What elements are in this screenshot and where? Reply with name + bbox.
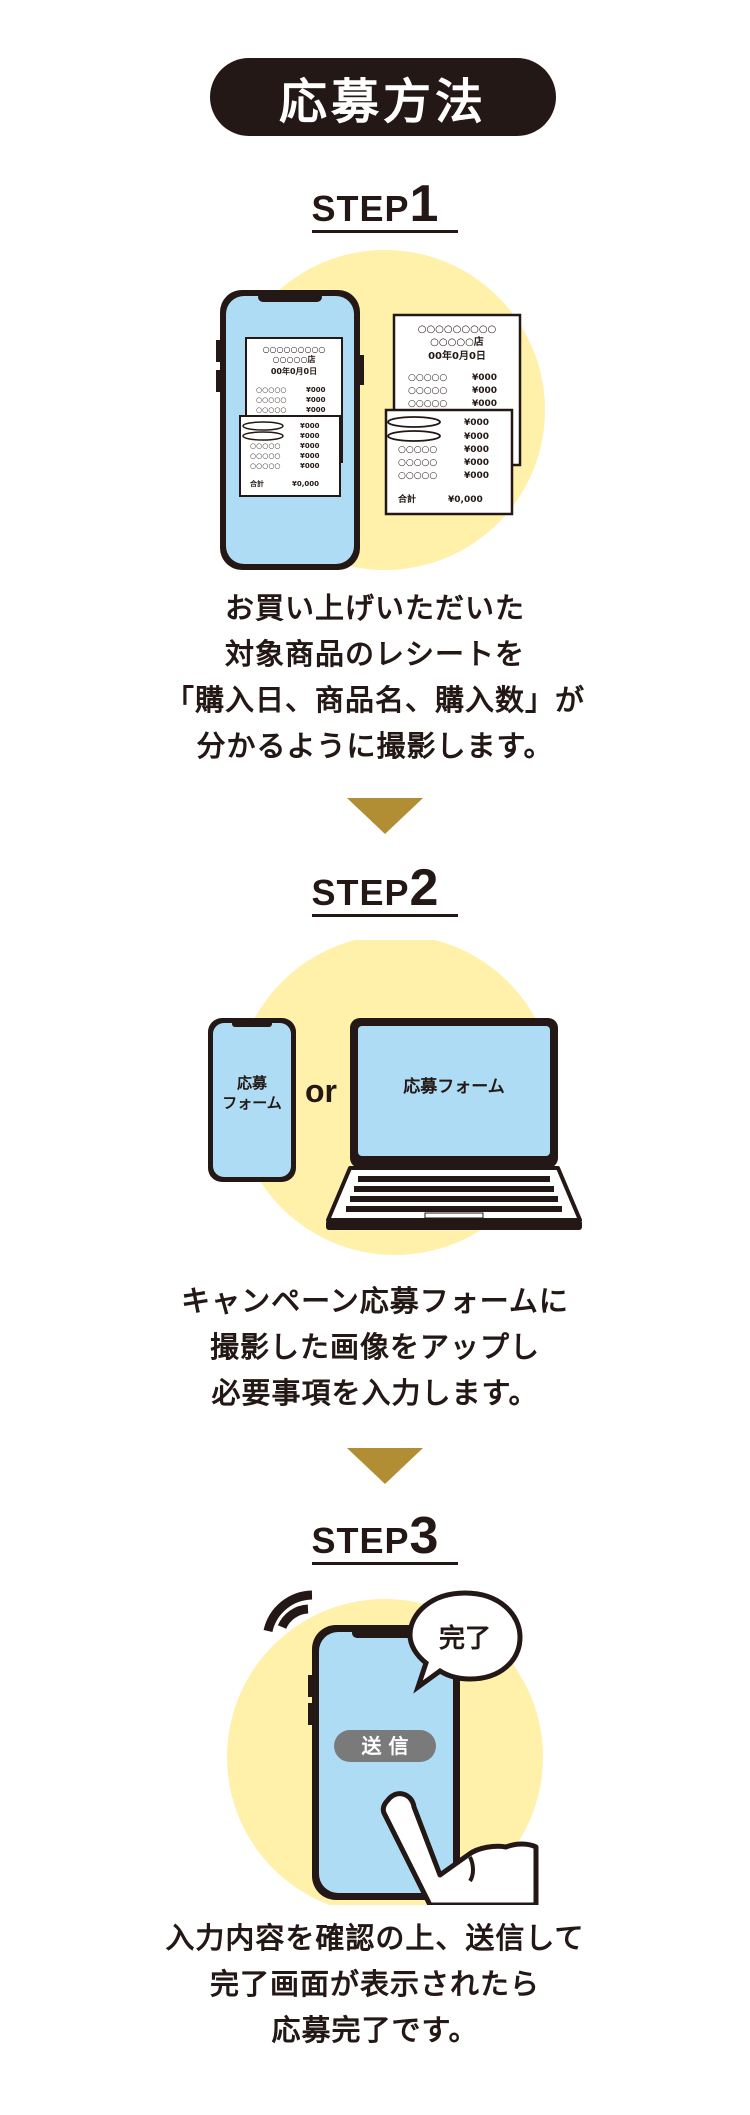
phone-form-label-2: フォーム <box>222 1094 282 1112</box>
send-button-label: 送 信 <box>362 1734 409 1758</box>
receipt-total-label: 合計 <box>249 479 264 488</box>
step3-word: STEP <box>311 1520 410 1561</box>
step1-line: 対象商品のレシートを <box>224 637 525 671</box>
receipt-shop-suffix: ○○○○○店 <box>430 335 484 348</box>
receipt-item: ○○○○○ <box>256 396 287 404</box>
receipt-price: ¥000 <box>464 458 489 468</box>
send-button: 送 信 <box>334 1730 436 1762</box>
step1-heading: STEP1 <box>275 178 475 230</box>
step2-line: 必要事項を入力します。 <box>211 1376 539 1410</box>
step1-number: 1 <box>409 175 439 233</box>
step1-description: お買い上げいただいた 対象商品のレシートを 「購入日、商品名、購入数」が 分かる… <box>0 585 750 769</box>
step3-illustration: 送 信 完了 <box>0 1575 750 1905</box>
complete-bubble: 完了 <box>407 1590 523 1694</box>
phone-form-label-1: 応募 <box>237 1074 268 1092</box>
step3-line: 完了画面が表示されたら <box>209 1967 540 2001</box>
receipt-price: ¥000 <box>306 386 326 394</box>
step1-illustration: ○○○○○○○○○ ○○○○○店 00年0月0日 ○○○○○ ¥000 ○○○○… <box>0 250 750 570</box>
step2-line: 撮影した画像をアップし <box>209 1330 540 1364</box>
laptop-icon: 応募フォーム <box>326 1018 582 1230</box>
receipt-price: ¥000 <box>464 418 489 428</box>
receipt-item: ○○○○○ <box>398 445 437 455</box>
smartphone-icon: 応募 フォーム <box>208 1018 296 1182</box>
step1-word: STEP <box>311 188 410 229</box>
receipt-item: ○○○○○ <box>408 386 447 396</box>
receipt-price: ¥000 <box>306 406 326 414</box>
step2-word: STEP <box>311 872 410 913</box>
step1-underline <box>312 230 458 233</box>
phone-receipt-shop: ○○○○○○○○○ <box>263 345 326 354</box>
receipt-price: ¥000 <box>472 386 497 396</box>
receipt-item: ○○○○○ <box>408 399 447 409</box>
receipt-item: ○○○○○ <box>398 471 437 481</box>
bubble-text: 完了 <box>439 1623 491 1654</box>
step2-underline <box>312 914 458 917</box>
step3-heading: STEP3 <box>275 1510 475 1562</box>
step2-heading: STEP2 <box>275 862 475 914</box>
step2-illustration: 応募 フォーム or 応募フォーム <box>0 940 750 1270</box>
receipt-price: ¥000 <box>464 471 489 481</box>
receipt-icon: ○○○○○○○○○ ○○○○○店 00年0月0日 ○○○○○ ¥000 ○○○○… <box>384 313 522 516</box>
receipt-price: ¥000 <box>464 432 489 442</box>
hand-icon <box>380 1791 539 1905</box>
receipt-item: ○○○○○ <box>398 458 437 468</box>
step1-line: お買い上げいただいた <box>224 591 525 625</box>
receipt-price: ¥000 <box>464 445 489 455</box>
down-arrow-icon <box>347 1448 423 1484</box>
step2-number: 2 <box>409 859 439 917</box>
page-title: 応募方法 <box>210 58 556 136</box>
step1-line: 分かるように撮影します。 <box>196 729 554 763</box>
step3-line: 入力内容を確認の上、送信して <box>165 1921 585 1955</box>
receipt-price: ¥000 <box>300 422 320 430</box>
keyboard <box>346 1176 562 1212</box>
receipt-item: ○○○○○ <box>250 462 281 470</box>
step2-line: キャンペーン応募フォームに <box>181 1284 569 1318</box>
phone-icon: ○○○○○○○○○ ○○○○○店 00年0月0日 ○○○○○ ¥000 ○○○○… <box>216 290 364 570</box>
phone-receipt-shop-suffix: ○○○○○店 <box>273 354 316 364</box>
receipt-shop: ○○○○○○○○○ <box>418 324 497 335</box>
step3-underline <box>312 1562 458 1565</box>
step3-number: 3 <box>409 1507 439 1565</box>
down-arrow-icon <box>347 798 423 834</box>
step3-description: 入力内容を確認の上、送信して 完了画面が表示されたら 応募完了です。 <box>0 1915 750 2053</box>
receipt-date: 00年0月0日 <box>428 349 486 362</box>
receipt-price: ¥000 <box>300 452 320 460</box>
receipt-item: ○○○○○ <box>250 442 281 450</box>
receipt-total-label: 合計 <box>398 493 416 505</box>
phone-receipt-date: 00年0月0日 <box>271 366 317 376</box>
or-text: or <box>305 1073 337 1109</box>
receipt-item: ○○○○○ <box>256 386 287 394</box>
receipt-price: ¥000 <box>300 432 320 440</box>
receipt-price: ¥000 <box>472 399 497 409</box>
step2-description: キャンペーン応募フォームに 撮影した画像をアップし 必要事項を入力します。 <box>0 1278 750 1416</box>
laptop-form-label: 応募フォーム <box>403 1076 505 1097</box>
step1-line: 「購入日、商品名、購入数」が <box>164 683 585 717</box>
receipt-total-value: ¥0,000 <box>448 495 483 505</box>
receipt-total-value: ¥0,000 <box>292 480 319 488</box>
receipt-item: ○○○○○ <box>408 373 447 383</box>
receipt-item: ○○○○○ <box>256 406 287 414</box>
receipt-price: ¥000 <box>300 442 320 450</box>
receipt-price: ¥000 <box>472 373 497 383</box>
step3-line: 応募完了です。 <box>271 2013 479 2047</box>
receipt-price: ¥000 <box>300 462 320 470</box>
receipt-item: ○○○○○ <box>250 452 281 460</box>
receipt-price: ¥000 <box>306 396 326 404</box>
signal-icon <box>263 1590 313 1633</box>
